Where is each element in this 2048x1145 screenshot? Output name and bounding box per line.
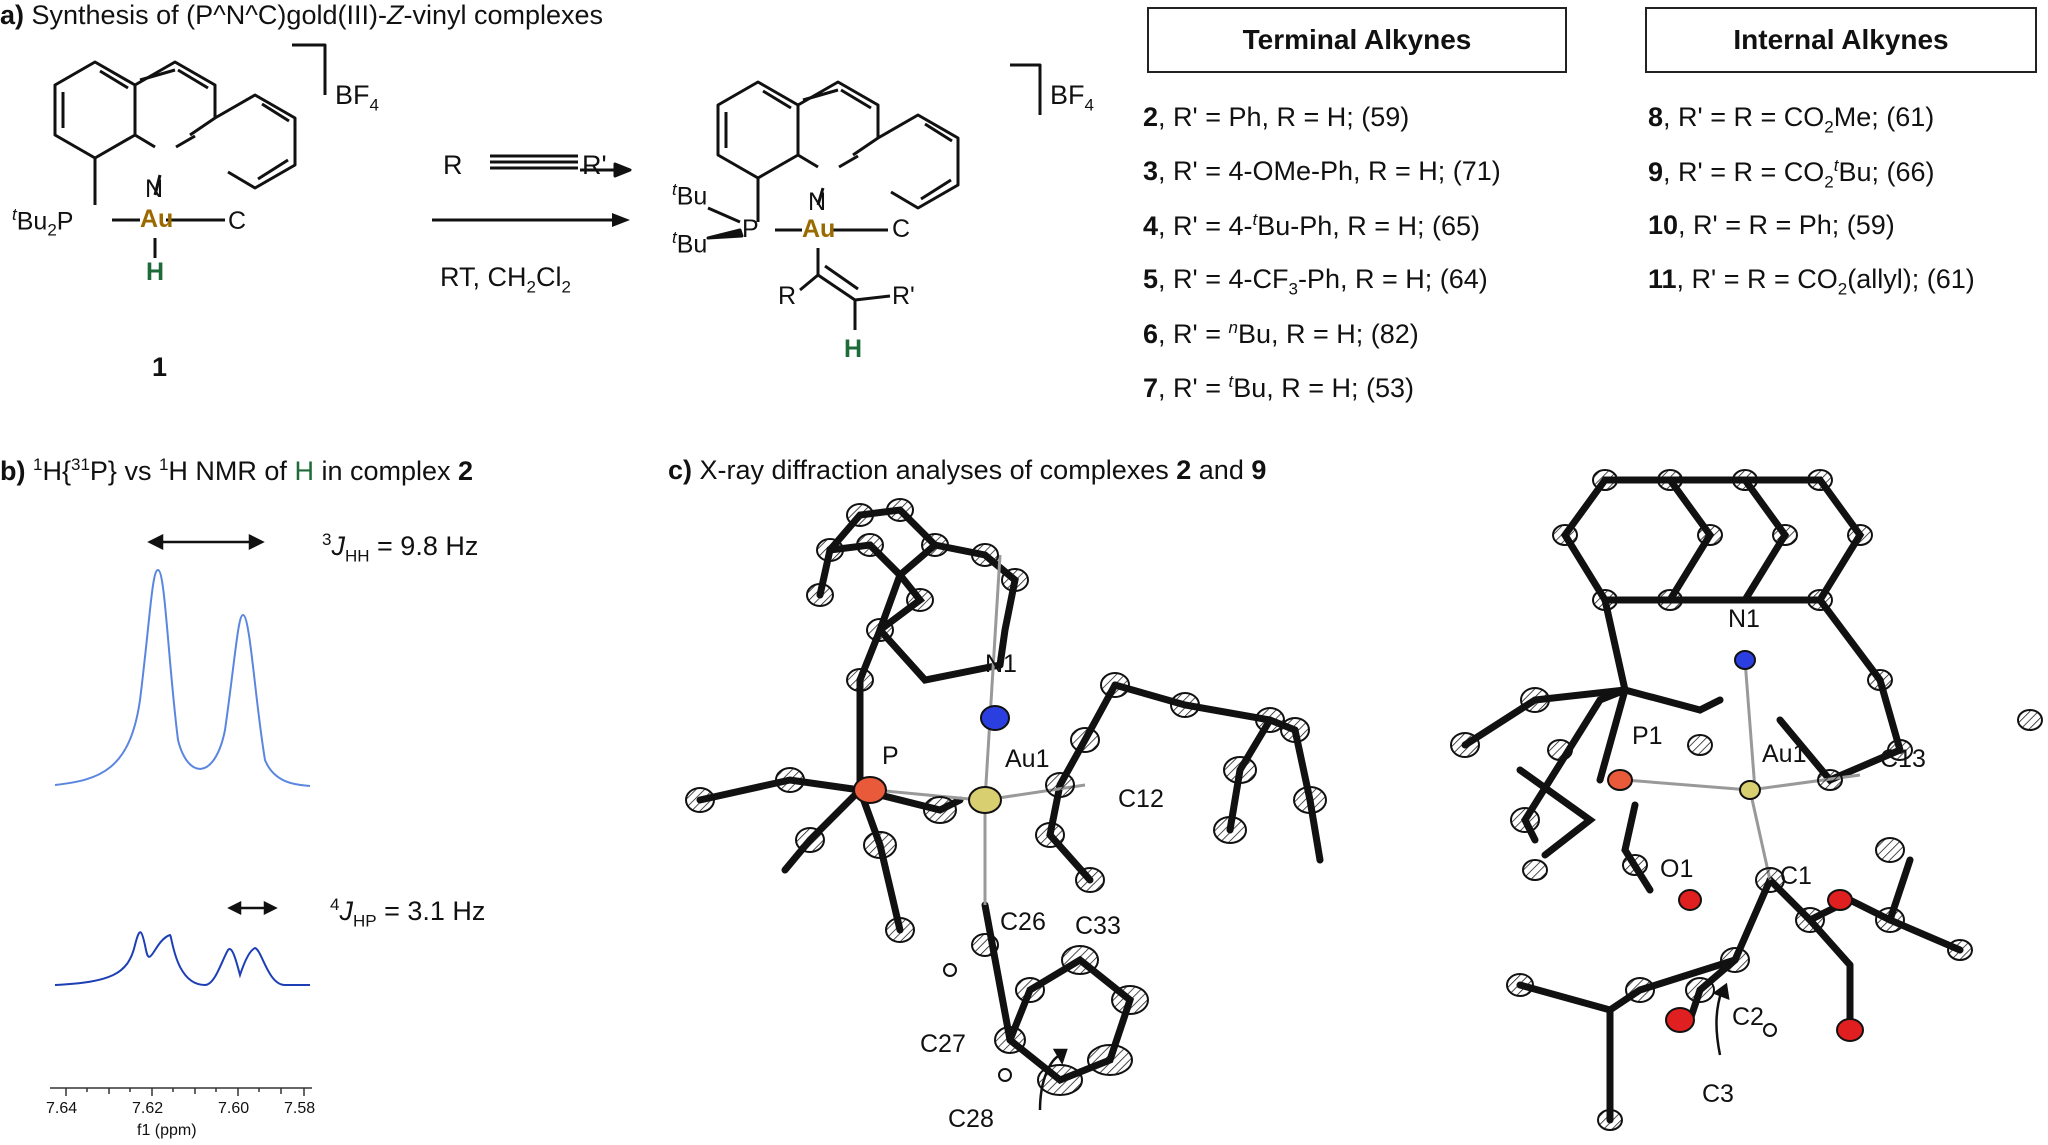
panel-b-title: b) 1H{31P} vs 1H NMR of H in complex 2 (0, 455, 474, 486)
panel-a-title: a) Synthesis of (P^N^C)gold(III)-Z-vinyl… (0, 0, 604, 30)
reagent-r: R (443, 150, 463, 180)
xray2-c12: C12 (1118, 785, 1164, 813)
coupling-jhp-label: 4JHP = 3.1 Hz (330, 895, 486, 931)
reagent-rprime: R' (582, 150, 607, 180)
terminal-compound-row: 5, R' = 4-CF3-Ph, R = H; (64) (1143, 264, 1488, 299)
xray2-c27: C27 (920, 1030, 966, 1058)
product-rprime-label: R' (892, 282, 915, 310)
reactant-tbu2p-label: tBu2P (12, 205, 74, 240)
reaction-condition: RT, CH2Cl2 (440, 262, 571, 297)
compound-1-label: 1 (152, 352, 168, 382)
reactant-h-label: H (146, 258, 165, 286)
product-p-label: P (742, 215, 759, 243)
reactant-n-label: N (145, 175, 164, 203)
counterion-bf4-right: BF4 (1050, 80, 1094, 115)
product-r-label: R (778, 282, 797, 310)
xray2-c28: C28 (948, 1105, 994, 1133)
axis-tick-3: 7.58 (284, 1100, 316, 1117)
xray9-c13: C13 (1880, 745, 1926, 773)
terminal-compound-row: 3, R' = 4-OMe-Ph, R = H; (71) (1143, 156, 1501, 186)
xray2-au1: Au1 (1005, 745, 1050, 773)
product-tbu-bottom: tBu (672, 228, 708, 259)
axis-label: f1 (ppm) (137, 1122, 197, 1139)
terminal-alkynes-header: Terminal Alkynes (1147, 7, 1567, 73)
product-au-label: Au (802, 215, 836, 243)
xray2-c26: C26 (1000, 908, 1046, 936)
product-h-label: H (844, 335, 863, 363)
reactant-c-label: C (228, 207, 247, 235)
xray9-au1: Au1 (1762, 740, 1807, 768)
xray9-c3: C3 (1702, 1080, 1734, 1108)
xray9-n1: N1 (1728, 605, 1760, 633)
nmr-spectrum-bottom (54, 931, 310, 987)
reactant-au-label: Au (140, 205, 174, 233)
xray2-c33: C33 (1075, 912, 1121, 940)
terminal-compound-row: 7, R' = tBu, R = H; (53) (1143, 372, 1415, 403)
xray9-c1: C1 (1780, 862, 1812, 890)
product-n-label: N (808, 188, 827, 216)
terminal-compound-row: 6, R' = nBu, R = H; (82) (1143, 318, 1419, 349)
internal-compound-row: 10, R' = R = Ph; (59) (1648, 210, 1895, 240)
terminal-compound-row: 4, R' = 4-tBu-Ph, R = H; (65) (1143, 210, 1481, 241)
product-c-label: C (892, 215, 911, 243)
xray2-p: P (882, 742, 899, 770)
counterion-bf4-left: BF4 (335, 80, 379, 115)
xray9-p1: P1 (1632, 722, 1663, 750)
terminal-compound-row: 2, R' = Ph, R = H; (59) (1143, 102, 1410, 132)
internal-compound-row: 9, R' = R = CO2tBu; (66) (1648, 156, 1935, 192)
panel-c-title: c) X-ray diffraction analyses of complex… (668, 455, 1267, 485)
xray9-o1: O1 (1660, 855, 1694, 883)
product-tbu-top: tBu (672, 180, 708, 211)
xray2-n1: N1 (985, 650, 1017, 678)
nmr-spectrum-top (54, 568, 311, 787)
axis-tick-0: 7.64 (46, 1100, 78, 1117)
internal-compound-row: 8, R' = R = CO2Me; (61) (1648, 102, 1935, 137)
coupling-jhh-label: 3JHH = 9.8 Hz (322, 530, 479, 566)
internal-alkynes-header: Internal Alkynes (1645, 7, 2037, 73)
xray9-c2: C2 (1732, 1003, 1764, 1031)
internal-compound-row: 11, R' = R = CO2(allyl); (61) (1648, 264, 1975, 299)
axis-tick-2: 7.60 (218, 1100, 250, 1117)
axis-tick-1: 7.62 (132, 1100, 164, 1117)
